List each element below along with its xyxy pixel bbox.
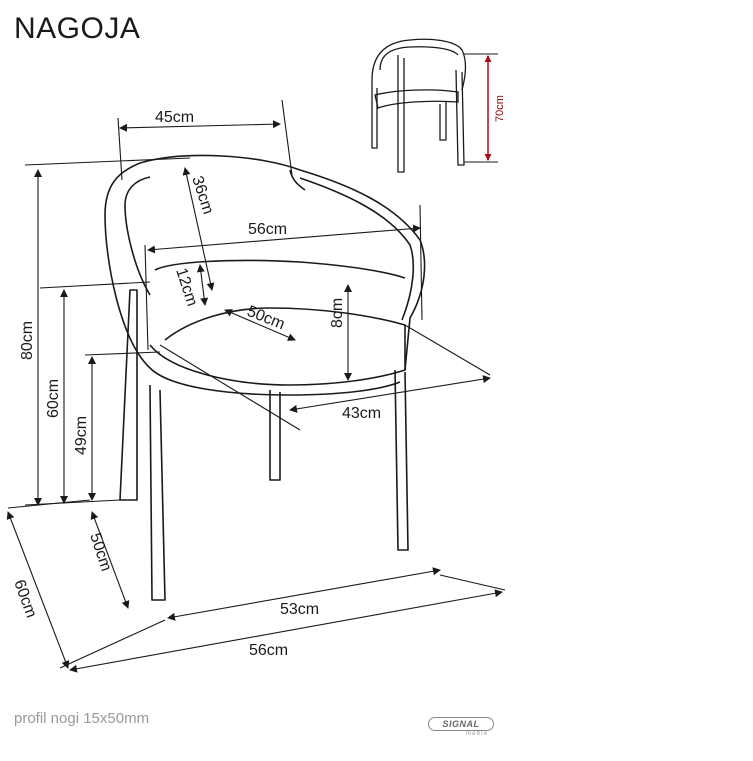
- dim-leg-depth: 50cm: [86, 531, 114, 573]
- signal-logo: SIGNAL meble: [428, 717, 496, 739]
- dim-total-height: 80cm: [19, 321, 36, 360]
- dimension-lines: [6, 99, 506, 673]
- dim-back-width: 45cm: [155, 109, 194, 126]
- dim-armrest-drop: 12cm: [172, 266, 200, 308]
- dim-leg-width: 53cm: [280, 601, 319, 618]
- chair-thumbnail: [371, 38, 498, 173]
- dimension-labels: 45cm 36cm 56cm 12cm 50cm 8cm 43cm 80cm 6…: [10, 109, 381, 659]
- dim-seat-thickness: 8cm: [329, 298, 346, 328]
- dim-inner-width: 56cm: [248, 221, 287, 238]
- brand-sub: meble: [466, 731, 489, 737]
- dim-seat-width: 43cm: [342, 405, 381, 422]
- leg-profile-note: profil nogi 15x50mm: [14, 710, 150, 727]
- dim-back-depth: 36cm: [188, 174, 216, 216]
- product-title: NAGOJA: [14, 12, 141, 45]
- dim-armrest-height: 60cm: [45, 379, 62, 418]
- dim-total-width: 56cm: [249, 642, 288, 659]
- dim-seat-height: 49cm: [73, 416, 90, 455]
- dim-thumb-height: 70cm: [494, 95, 506, 122]
- brand-name: SIGNAL: [428, 717, 494, 731]
